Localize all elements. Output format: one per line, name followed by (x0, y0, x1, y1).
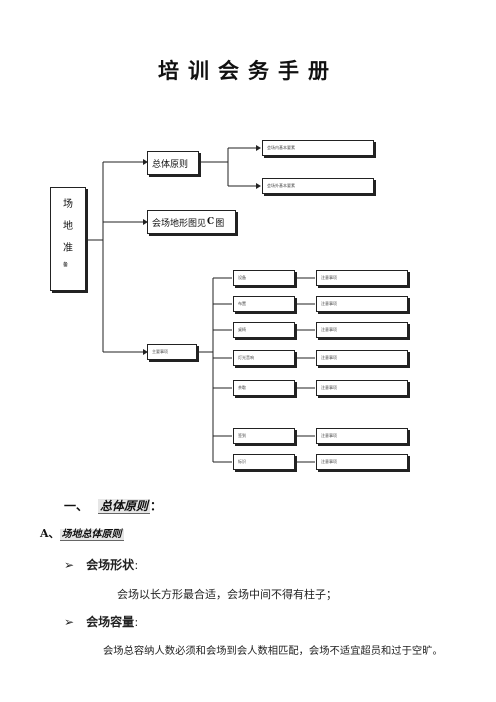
node-aux-item: 茶歇 (233, 380, 295, 396)
node-main-items: 主要事项 (147, 344, 197, 360)
bullet-title: 会场容量 (86, 615, 135, 629)
section-title: 总体原则 (98, 499, 151, 514)
node-aux-item: 布置 (233, 296, 295, 312)
arrow-bullet-icon: ➢ (64, 615, 75, 629)
section-heading-1: 一、总体原则： (64, 497, 162, 514)
subsection-label: A、 (40, 527, 60, 540)
subsection-title: 场地总体原则 (59, 529, 124, 541)
root-char: 备 (63, 262, 69, 268)
node-aux-note: 注意事项 (316, 322, 408, 338)
bullet-item: ➢ 会场形状： (64, 556, 143, 573)
node-aux-note: 注意事项 (316, 380, 408, 396)
node-aux-note: 注意事项 (316, 350, 408, 366)
node-outer-elements: 会场外基本要素 (262, 178, 374, 194)
node-aux-note: 注意事项 (316, 454, 408, 470)
node-inner-elements: 会场内基本要素 (262, 140, 374, 156)
root-char: 准 (63, 243, 73, 254)
section-number: 一、 (64, 499, 89, 513)
node-aux-item: 桌椅 (233, 322, 295, 338)
document-title: 培训会务手册 (158, 59, 338, 83)
subsection-heading-a: A、场地总体原则 (40, 525, 124, 541)
paragraph: 会场以长方形最合适，会场中间不得有柱子； (117, 588, 337, 601)
bullet-title: 会场形状 (86, 558, 135, 572)
node-aux-item: 签到 (233, 428, 295, 444)
bullet-item: ➢ 会场容量： (64, 613, 143, 630)
node-aux-item: 设备 (233, 270, 295, 286)
node-aux-note: 注意事项 (316, 296, 408, 312)
node-general-principles: 总体原则 (147, 151, 199, 175)
node-aux-item: 灯光音响 (233, 350, 295, 366)
node-aux-note: 注意事项 (316, 270, 408, 286)
bullet-colon: ： (134, 619, 144, 629)
root-char: 场 (63, 199, 73, 210)
section-colon: ： (150, 499, 163, 513)
node-aux-note: 注意事项 (316, 428, 408, 444)
root-char: 地 (63, 221, 73, 232)
paragraph: 会场总容纳人数必须和会场到会人数相匹配，会场不适宜超员和过于空旷。 (103, 645, 443, 657)
root-node: 场 地 准 备 (50, 187, 86, 291)
node-aux-item: 标识 (233, 454, 295, 470)
bullet-colon: ： (134, 562, 144, 572)
arrow-bullet-icon: ➢ (64, 558, 75, 572)
